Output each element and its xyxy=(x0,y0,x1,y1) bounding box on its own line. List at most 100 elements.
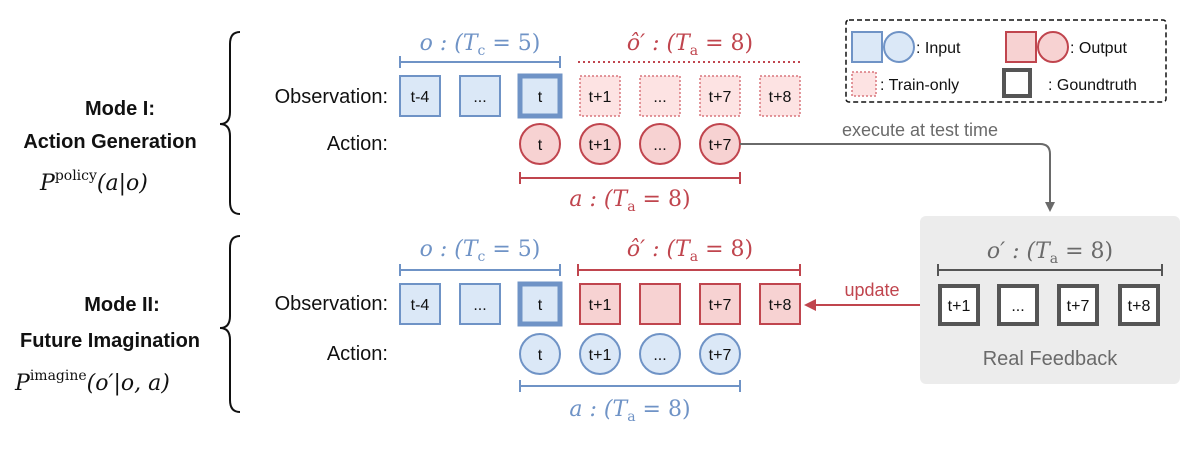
mode1-title-line1: Mode I: xyxy=(85,98,155,120)
mode2-obs-input-1: t-4 xyxy=(399,283,441,325)
mode1-action-3-label: ... xyxy=(653,137,666,154)
mode1-obs-row-label: Observation: xyxy=(275,86,388,108)
mode2-future-span-bracket xyxy=(577,264,801,276)
mode2-action-4: t+7 xyxy=(699,333,741,375)
mode2-brace xyxy=(219,235,241,413)
mode1-obs-future-4-label: t+8 xyxy=(769,89,792,106)
mode2-obs-future-1: t+1 xyxy=(579,283,621,325)
mode2-action-2-label: t+1 xyxy=(589,347,612,364)
mode2-title-line2: Future Imagination xyxy=(20,330,200,352)
mode2-title-line1: Mode II: xyxy=(84,294,160,316)
feedback-item-1-label: t+1 xyxy=(948,298,971,315)
mode2-obs-future-3-label: t+7 xyxy=(709,297,732,314)
mode1-obs-input-2-label: ... xyxy=(473,89,486,106)
mode1-obs-future-2-label: ... xyxy=(653,89,666,106)
mode1-title-line2: Action Generation xyxy=(23,131,196,153)
mode1-action-4: t+7 xyxy=(699,123,741,165)
mode1-obs-future-3-label: t+7 xyxy=(709,89,732,106)
mode2-formula-sup: imagine xyxy=(30,368,87,384)
mode1-action-2: t+1 xyxy=(579,123,621,165)
real-feedback-background xyxy=(920,216,1180,384)
mode1-action-3: ... xyxy=(639,123,681,165)
mode2-action-span-bracket xyxy=(519,380,741,392)
execute-arrow: execute at test time xyxy=(740,120,1055,212)
mode1-action-4-label: t+7 xyxy=(709,137,732,154)
mode1-obs-input-1-label: t-4 xyxy=(411,89,430,106)
mode1-action-1-label: t xyxy=(538,137,543,154)
mode2-obs-span-bracket xyxy=(399,264,561,276)
mode2-action-3-label: ... xyxy=(653,347,666,364)
feedback-span-bracket xyxy=(937,264,1163,276)
feedback-item-2-label: ... xyxy=(1011,298,1024,315)
mode2-obs-input-2-label: ... xyxy=(473,297,486,314)
execute-arrow-label: execute at test time xyxy=(842,120,998,140)
feedback-item-2: ... xyxy=(997,284,1039,326)
update-arrow-label: update xyxy=(844,280,899,300)
mode2-action-3: ... xyxy=(639,333,681,375)
mode2-obs-future-1-label: t+1 xyxy=(589,297,612,314)
mode1-action-row-label: Action: xyxy=(327,133,388,155)
feedback-item-4: t+8 xyxy=(1118,284,1160,326)
mode2-action-row-label: Action: xyxy=(327,343,388,365)
feedback-item-3: t+7 xyxy=(1057,284,1099,326)
mode1-obs-input-3-label: t xyxy=(538,89,543,106)
mode1-obs-future-2: ... xyxy=(639,75,681,117)
mode2-action-1: t xyxy=(519,333,561,375)
mode1-obs-future-1-label: t+1 xyxy=(589,89,612,106)
mode2-action-2: t+1 xyxy=(579,333,621,375)
mode1-formula-args: (a|o) xyxy=(97,171,148,196)
mode1-obs-input-1: t-4 xyxy=(399,75,441,117)
mode1-obs-future-3: t+7 xyxy=(699,75,741,117)
feedback-item-4-label: t+8 xyxy=(1128,298,1151,315)
mode2-action-span-label: a : (Ta = 8) xyxy=(569,397,690,425)
legend-input-label: : Input xyxy=(916,40,961,57)
mode1-obs-input-2: ... xyxy=(459,75,501,117)
mode2-obs-row-label: Observation: xyxy=(275,293,388,315)
mode1-action-span-bracket xyxy=(519,172,741,184)
legend-groundtruth-label: : Goundtruth xyxy=(1048,77,1137,94)
mode1-formula: Ppolicy(a|o) xyxy=(39,168,148,196)
mode1-action-1: t xyxy=(519,123,561,165)
mode2-future-span-label: ô′ : (Ta = 8) xyxy=(627,237,753,265)
mode1-obs-input-3-groundtruth: t xyxy=(517,73,563,119)
mode2-obs-future-4-label: t+8 xyxy=(769,297,792,314)
mode2-section: o : (Tc = 5) ô′ : (Ta = 8) Observation: … xyxy=(275,237,801,425)
legend-output: : Output xyxy=(1005,31,1127,63)
mode1-formula-main: P xyxy=(39,171,56,196)
mode2-action-1-label: t xyxy=(538,347,543,364)
mode2-formula-main: P xyxy=(14,371,31,396)
real-feedback-caption: Real Feedback xyxy=(983,348,1119,370)
mode1-obs-future-4: t+8 xyxy=(759,75,801,117)
legend-groundtruth: : Goundtruth xyxy=(1002,68,1137,98)
real-feedback-panel: o′ : (Ta = 8) t+1 ... t+7 t+8 Real Feedb… xyxy=(920,216,1180,384)
mode1-action-2-label: t+1 xyxy=(589,137,612,154)
mode2-obs-input-3-label: t xyxy=(538,297,543,314)
mode2-obs-input-1-label: t-4 xyxy=(411,297,430,314)
mode1-section: o : (Tc = 5) ô′ : (Ta = 8) Observation: … xyxy=(275,31,801,215)
legend-output-label: : Output xyxy=(1070,40,1127,57)
mode2-obs-future-4: t+8 xyxy=(759,283,801,325)
mode2-formula-args: (o′|o, a) xyxy=(87,371,170,396)
mode1-future-span-label: ô′ : (Ta = 8) xyxy=(627,31,753,59)
mode2-formula: Pimagine(o′|o, a) xyxy=(14,368,170,396)
legend-input: : Input xyxy=(851,31,961,63)
mode2-obs-span-label: o : (Tc = 5) xyxy=(420,237,541,265)
mode1-obs-future-1: t+1 xyxy=(579,75,621,117)
mode1-formula-sup: policy xyxy=(55,168,97,184)
mode2-title-block: Mode II: Future Imagination Pimagine(o′|… xyxy=(14,235,241,413)
mode1-title-block: Mode I: Action Generation Ppolicy(a|o) xyxy=(23,31,241,215)
legend: : Input : Output : Train-only : Goundtru… xyxy=(845,19,1167,103)
mode1-brace xyxy=(219,31,241,215)
feedback-item-3-label: t+7 xyxy=(1067,298,1090,315)
feedback-span-label: o′ : (Ta = 8) xyxy=(987,239,1113,267)
feedback-item-1: t+1 xyxy=(938,284,980,326)
mode2-obs-input-2: ... xyxy=(459,283,501,325)
mode1-obs-span-label: o : (Tc = 5) xyxy=(420,31,541,59)
legend-train-only-label: : Train-only xyxy=(880,77,959,94)
legend-train-only: : Train-only xyxy=(851,71,959,97)
mode2-action-4-label: t+7 xyxy=(709,347,732,364)
update-arrow: update xyxy=(804,280,920,311)
mode1-obs-span-bracket xyxy=(399,56,561,68)
